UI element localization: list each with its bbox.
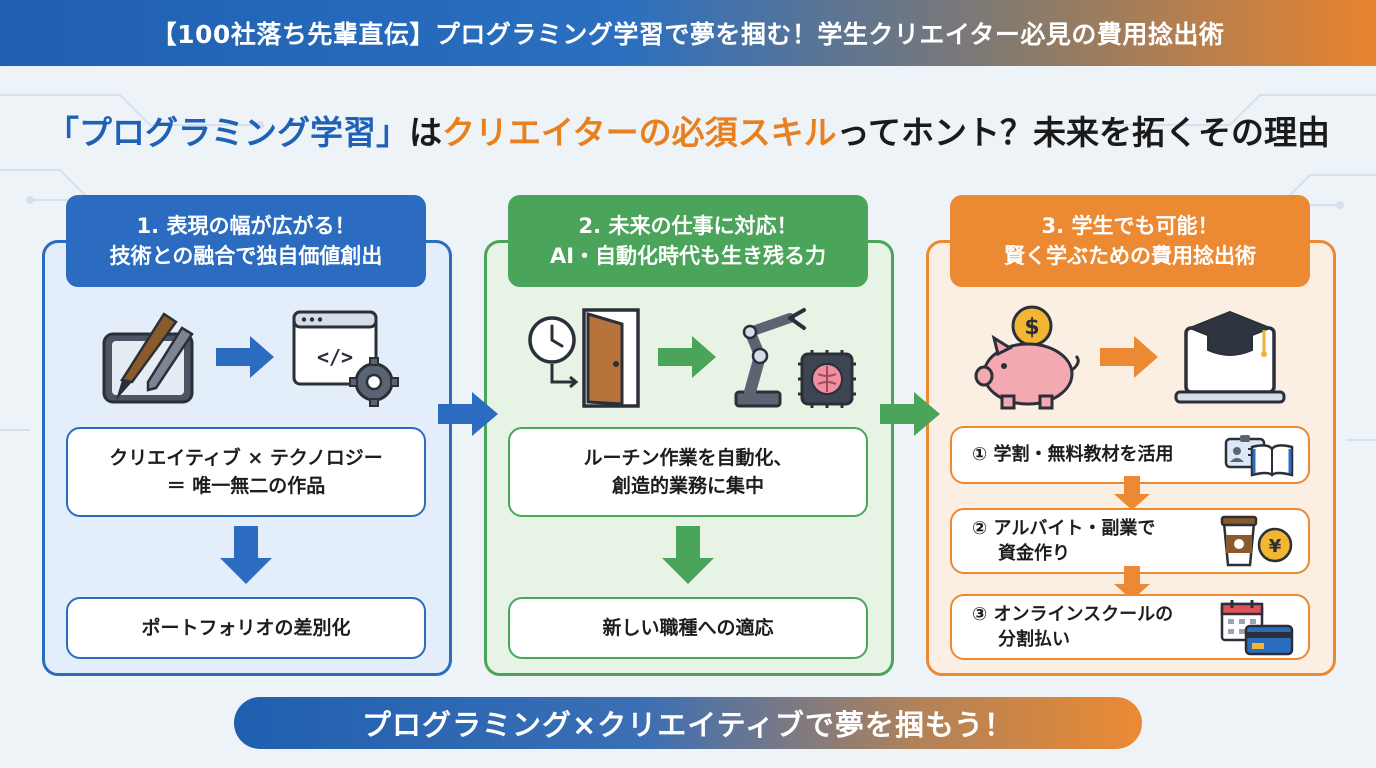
arrow-right-icon (1100, 336, 1158, 378)
cost-step-3: ③ オンラインスクールの 分割払い (950, 594, 1310, 660)
clock-door-icon (528, 308, 640, 408)
coffee-yen-icon: ¥ (1220, 515, 1293, 567)
panel3-title-line2: 賢く学ぶための費用捻出術 (1004, 244, 1256, 268)
tablet-brush-icon (102, 312, 194, 404)
panel2-box1-line2: 創造的業務に集中 (611, 475, 764, 497)
svg-text:</>: </> (317, 345, 353, 369)
cost-step-2-line2: 資金作り (998, 543, 1070, 564)
panel2-box1: ルーチン作業を自動化、 創造的業務に集中 (508, 427, 868, 517)
student-id-book-icon (1224, 435, 1294, 477)
coin-dollar-symbol: $ (1024, 315, 1039, 340)
cost-step-1-line1: ① 学割・無料教材を活用 (972, 444, 1174, 466)
yen-symbol: ¥ (1269, 536, 1282, 557)
top-banner: 【100社落ち先輩直伝】プログラミング学習で夢を掴む！学生クリエイター必見の費用… (0, 0, 1376, 66)
cost-step-3-line1: ③ オンラインスクールの (972, 603, 1174, 625)
headline-part1: 「プログラミング学習」 (45, 113, 409, 152)
banner-title: 【100社落ち先輩直伝】プログラミング学習で夢を掴む！学生クリエイター必見の費用… (151, 20, 1225, 49)
panel3-title: 3. 学生でも可能！ 賢く学ぶための費用捻出術 (950, 195, 1310, 287)
panel2-title-line1: 2. 未来の仕事に対応！ (578, 213, 798, 238)
panel1-box2: ポートフォリオの差別化 (66, 597, 426, 659)
panel1-box1: クリエイティブ × テクノロジー ＝ 唯一無二の作品 (66, 427, 426, 517)
headline-part3: クリエイターの必須スキル (441, 113, 837, 152)
headline-part2: は (408, 113, 442, 152)
panel1-box1-line2: ＝ 唯一無二の作品 (166, 475, 326, 497)
panel2-box2-text: 新しい職種への適応 (602, 616, 774, 639)
arrow-right-icon (880, 392, 940, 436)
arrow-down-icon (220, 526, 272, 584)
panel2-title: 2. 未来の仕事に対応！ AI・自動化時代も生き残る力 (508, 195, 868, 287)
footer-banner: プログラミング×クリエイティブで夢を掴もう！ (234, 697, 1142, 749)
arrow-right-icon (658, 336, 716, 378)
calendar-credit-card-icon (1220, 600, 1294, 656)
cost-step-2-line1: ② アルバイト・副業で (972, 517, 1156, 539)
panel1-title-line1: 1. 表現の幅が広がる！ (136, 213, 356, 238)
cost-step-1: ① 学割・無料教材を活用 (950, 426, 1310, 484)
piggy-bank-coin-icon: $ (974, 305, 1080, 410)
arrow-right-icon (438, 392, 498, 436)
arrow-down-icon (1114, 476, 1150, 510)
footer-text: プログラミング×クリエイティブで夢を掴もう！ (361, 708, 1015, 742)
arrow-right-icon (216, 336, 274, 378)
code-window-gear-icon: </> (292, 310, 399, 407)
headline-part4: ってホント？未来を拓くその理由 (836, 113, 1331, 152)
arrow-down-icon (662, 526, 714, 584)
panel3-title-line1: 3. 学生でも可能！ (1041, 213, 1219, 238)
panel1-title: 1. 表現の幅が広がる！ 技術との融合で独自価値創出 (66, 195, 426, 287)
panel2-box1-line1: ルーチン作業を自動化、 (583, 446, 793, 469)
headline: 「プログラミング学習」はクリエイターの必須スキルってホント？未来を拓くその理由 (0, 106, 1376, 154)
arrow-down-icon (1114, 566, 1150, 600)
panel2-box2: 新しい職種への適応 (508, 597, 868, 659)
laptop-graduation-cap-icon (1174, 310, 1286, 404)
panel1-box2-text: ポートフォリオの差別化 (141, 616, 351, 639)
panel2-title-line2: AI・自動化時代も生き残る力 (549, 244, 827, 268)
panel1-title-line2: 技術との融合で独自価値創出 (109, 244, 383, 268)
cost-step-2: ② アルバイト・副業で 資金作り ¥ (950, 508, 1310, 574)
robot-arm-ai-chip-icon (734, 308, 856, 408)
panel1-box1-line1: クリエイティブ × テクノロジー (109, 446, 383, 469)
cost-step-3-line2: 分割払い (998, 629, 1070, 650)
